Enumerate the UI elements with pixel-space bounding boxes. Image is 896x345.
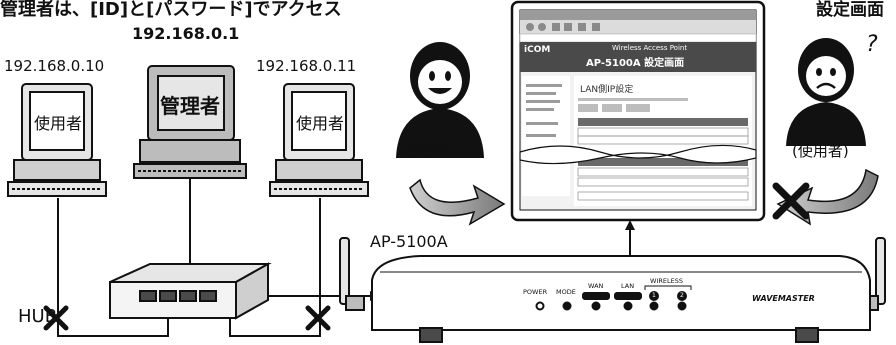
diagram-heading: 管理者は、[ID]と[パスワード]でアクセス [0, 0, 342, 20]
router-power-label: POWER [523, 288, 548, 296]
router-brand-label: WAVEMASTER [752, 294, 815, 303]
screen-brand-logo: iCOM [524, 45, 551, 55]
router-channel-2-label: 2 [680, 292, 684, 299]
pc-admin [133, 65, 247, 179]
router-mode-label: MODE [556, 288, 576, 296]
router-device [339, 237, 886, 343]
router-lan-label: LAN [621, 282, 635, 290]
blocked-x-left-icon [43, 305, 69, 331]
user-person-caption: (使用者) [792, 142, 849, 160]
access-arrow-admin [409, 178, 506, 226]
question-mark-icon: ? [866, 32, 878, 57]
blocked-x-right-icon [305, 305, 331, 331]
user-person-icon [786, 38, 866, 146]
pc-user-left [7, 83, 107, 197]
admin-pc-label: 管理者 [160, 94, 220, 118]
settings-screen [510, 0, 766, 222]
hub [109, 262, 272, 320]
left-pc-ip-label: 192.168.0.10 [4, 57, 105, 75]
admin-person-caption: (管理者) [398, 142, 457, 160]
router-channel-1-label: 1 [652, 292, 656, 299]
pc-user-right [269, 83, 369, 197]
router-wireless-label: WIRELESS [650, 277, 683, 285]
right-pc-ip-label: 192.168.0.11 [256, 57, 357, 75]
admin-ip-label: 192.168.0.1 [132, 24, 240, 43]
left-pc-label: 使用者 [34, 114, 83, 133]
router-wan-label: WAN [588, 282, 604, 290]
device-model-label: AP-5100A [370, 232, 448, 251]
screen-model-title: AP-5100A 設定画面 [586, 58, 685, 69]
hub-label: HUB [18, 306, 58, 327]
right-pc-label: 使用者 [296, 114, 345, 133]
admin-person-icon [396, 42, 484, 158]
screen-section-title: LAN側IP設定 [580, 85, 634, 95]
denied-x-icon [772, 182, 810, 220]
settings-screen-heading: 設定画面 [816, 0, 884, 20]
screen-product-title: Wireless Access Point [612, 44, 688, 52]
